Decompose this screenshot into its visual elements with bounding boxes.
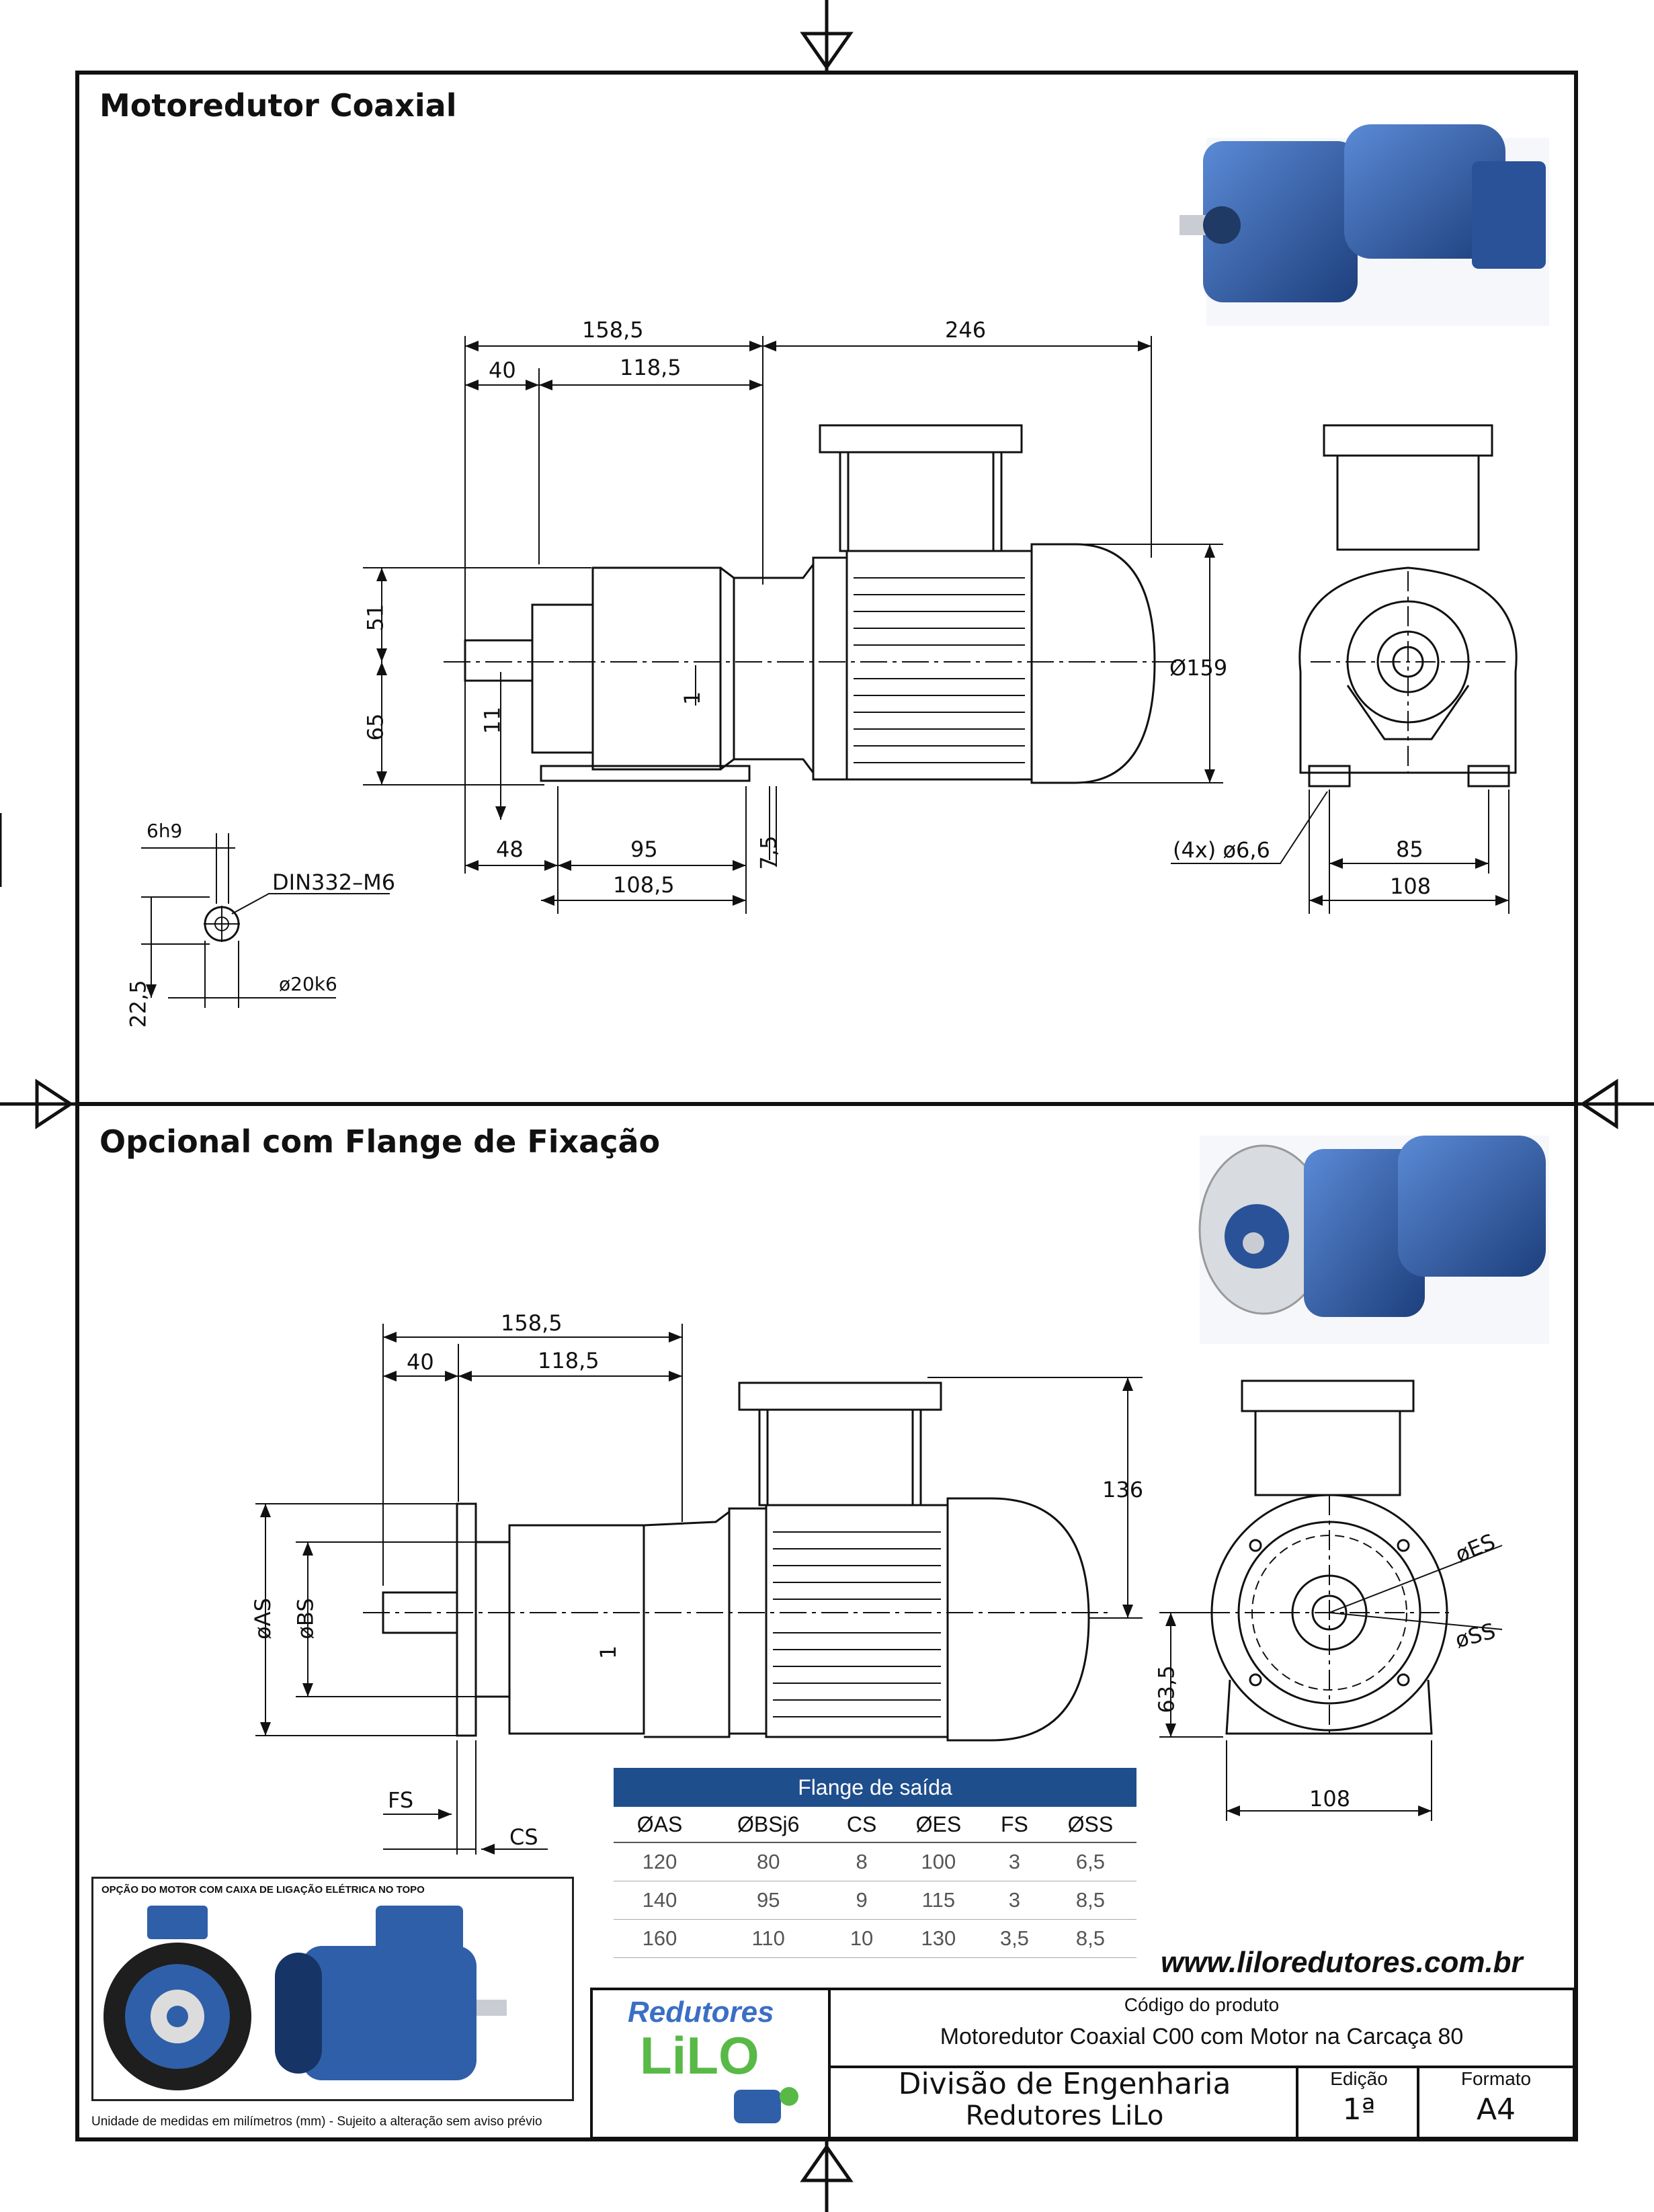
top-side-view — [444, 424, 1176, 784]
option-box-title: OPÇÃO DO MOTOR COM CAIXA DE LIGAÇÃO ELÉT… — [101, 1884, 425, 1896]
division-line1: Divisão de Engenharia — [898, 2067, 1231, 2101]
shaft-key-label: 6h9 — [147, 820, 183, 842]
table-cell: 100 — [892, 1842, 985, 1881]
dim-label: CS — [509, 1824, 538, 1850]
dim-label: 7,5 — [755, 835, 782, 870]
column-header: ØBSj6 — [706, 1807, 831, 1843]
section-title-flange: Opcional com Flange de Fixação — [99, 1123, 661, 1160]
table-cell: 120 — [614, 1842, 706, 1881]
flange-table-title: Flange de saída — [614, 1768, 1136, 1807]
column-header: ØAS — [614, 1807, 706, 1843]
table-cell: 8,5 — [1044, 1881, 1136, 1920]
table-cell: 80 — [706, 1842, 831, 1881]
bottom-end-view — [1210, 1379, 1452, 1735]
edition-cell: Edição 1ª — [1298, 2066, 1419, 2137]
top-dimension-lines — [363, 336, 1223, 914]
dim-label: øBS — [292, 1598, 319, 1640]
dim-label: øAS — [249, 1598, 276, 1640]
dim-label: 1 — [595, 1645, 622, 1660]
table-cell: 3 — [984, 1881, 1044, 1920]
bottom-end-dims — [1159, 1545, 1503, 1821]
dim-label: 63,5 — [1153, 1665, 1180, 1713]
title-divider — [831, 2066, 1573, 2068]
shaft-detail — [141, 833, 390, 1008]
title-block: Redutores LiLO Código do produto Motored… — [590, 1988, 1575, 2139]
table-cell: 110 — [706, 1919, 831, 1958]
dim-label: 48 — [496, 837, 524, 862]
dim-label: 118,5 — [538, 1348, 599, 1373]
dim-label: 95 — [630, 837, 658, 862]
table-cell: 115 — [892, 1881, 985, 1920]
dim-label: 108 — [1309, 1786, 1351, 1812]
table-row: 160 110 10 130 3,5 8,5 — [614, 1919, 1136, 1958]
column-header: FS — [984, 1807, 1044, 1843]
top-end-dims — [1171, 790, 1510, 914]
table-row: 140 95 9 115 3 8,5 — [614, 1881, 1136, 1920]
column-header: ØES — [892, 1807, 985, 1843]
shaft-thread-label: DIN332–M6 — [272, 869, 396, 895]
edition-value: 1ª — [1342, 2092, 1376, 2127]
table-row: 120 80 8 100 3 6,5 — [614, 1842, 1136, 1881]
table-cell: 3 — [984, 1842, 1044, 1881]
table-cell: 160 — [614, 1919, 706, 1958]
edition-label: Edição — [1330, 2068, 1388, 2089]
table-cell: 8 — [831, 1842, 893, 1881]
dim-label: 51 — [362, 603, 388, 632]
flange-table: Flange de saída ØAS ØBSj6 CS ØES FS ØSS … — [614, 1768, 1136, 1958]
table-cell: 95 — [706, 1881, 831, 1920]
motor-top-box-illustration — [104, 1906, 507, 2090]
dim-label: 136 — [1102, 1477, 1144, 1502]
format-label: Formato — [1460, 2068, 1532, 2089]
gear-motor-logo-icon — [734, 2087, 798, 2123]
product-photo-coaxial — [1180, 124, 1549, 326]
dim-label: 158,5 — [501, 1310, 563, 1336]
dim-label: 65 — [362, 713, 388, 741]
dim-label: 108 — [1390, 874, 1432, 899]
bottom-dimension-lines — [255, 1324, 1143, 1855]
dim-label: 246 — [945, 317, 987, 343]
table-cell: 130 — [892, 1919, 985, 1958]
footnote: Unidade de medidas em milímetros (mm) - … — [91, 2115, 542, 2129]
table-cell: 9 — [831, 1881, 893, 1920]
column-header: ØSS — [1044, 1807, 1136, 1843]
table-cell: 140 — [614, 1881, 706, 1920]
column-header: CS — [831, 1807, 893, 1843]
product-photo-flange — [1198, 1136, 1549, 1344]
shaft-height-label: 22,5 — [125, 980, 151, 1028]
option-motor-box: OPÇÃO DO MOTOR COM CAIXA DE LIGAÇÃO ELÉT… — [91, 1877, 574, 2101]
table-cell: 3,5 — [984, 1919, 1044, 1958]
dim-label: (4x) ø6,6 — [1173, 837, 1270, 863]
dim-label: Ø159 — [1169, 655, 1228, 681]
table-cell: 6,5 — [1044, 1842, 1136, 1881]
product-name: Motoredutor Coaxial C00 com Motor na Car… — [940, 2024, 1464, 2049]
bottom-side-view — [363, 1381, 1109, 1742]
table-cell: 8,5 — [1044, 1919, 1136, 1958]
website-link[interactable]: www.liloredutores.com.br — [1161, 1946, 1523, 1979]
shaft-diameter-label: ø20k6 — [279, 973, 337, 995]
dim-label: 108,5 — [613, 872, 675, 898]
company-logo: Redutores LiLO — [593, 1990, 831, 2137]
format-cell: Formato A4 — [1419, 2066, 1573, 2137]
dim-label: FS — [388, 1787, 414, 1813]
dim-label: 40 — [489, 357, 516, 383]
division-cell: Divisão de Engenharia Redutores LiLo — [831, 2066, 1298, 2137]
top-end-view — [1298, 424, 1518, 788]
dim-label: 85 — [1396, 837, 1423, 862]
logo-text-top: Redutores — [628, 1996, 774, 2029]
dim-label: 40 — [407, 1349, 434, 1375]
dim-label: 1 — [679, 691, 706, 706]
dim-label: 158,5 — [582, 317, 644, 343]
section-title-coaxial: Motoredutor Coaxial — [99, 87, 457, 124]
division-line2: Redutores LiLo — [965, 2100, 1164, 2131]
logo-text-bottom: LiLO — [640, 2026, 759, 2085]
table-cell: 10 — [831, 1919, 893, 1958]
product-code-label: Código do produto — [1124, 1994, 1280, 2015]
dim-label: 118,5 — [620, 355, 681, 380]
dim-label: 11 — [479, 706, 505, 734]
format-value: A4 — [1476, 2092, 1516, 2127]
